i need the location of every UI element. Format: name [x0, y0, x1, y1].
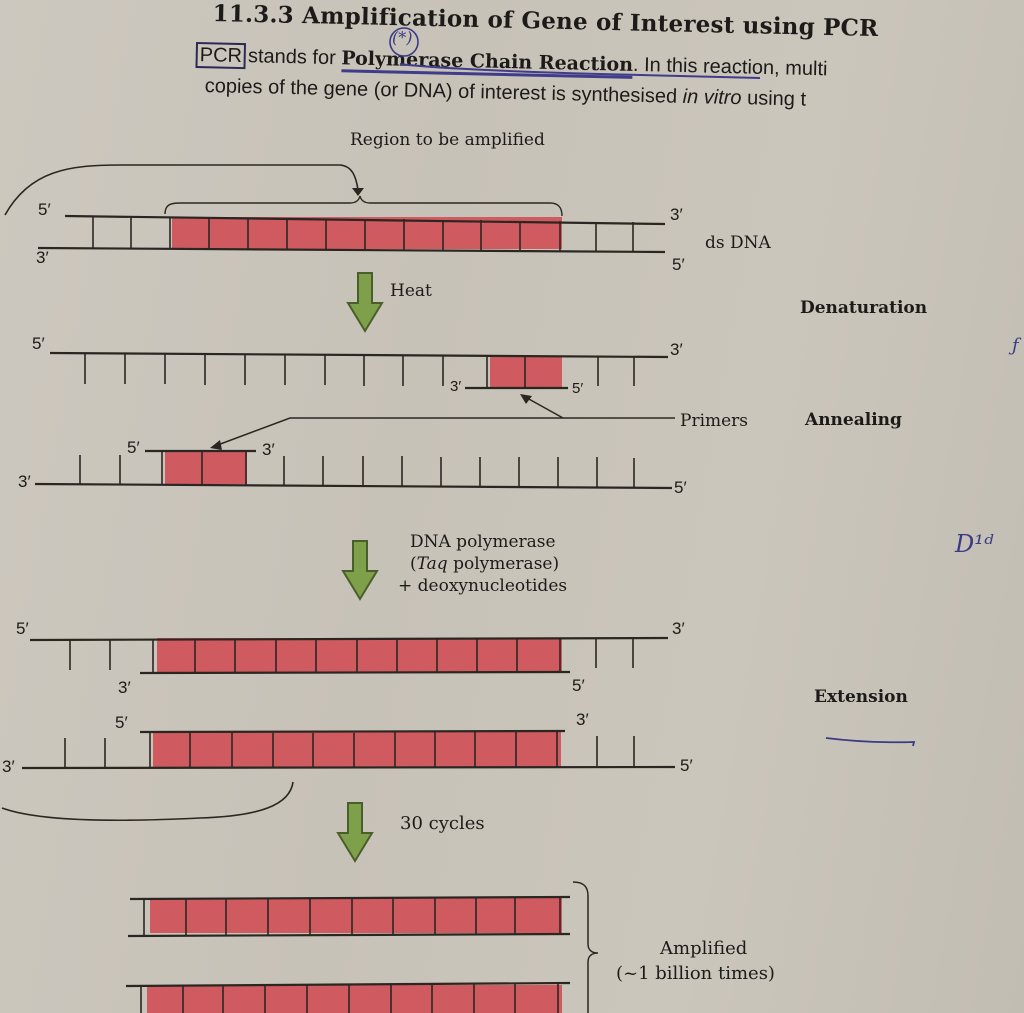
ext2-5prime-right: 5′	[680, 756, 693, 775]
amplified-label-line-1: Amplified	[660, 938, 748, 959]
primer-3prime: 3′	[450, 378, 462, 395]
step-extension: Extension	[814, 687, 908, 707]
polymerase-label: DNA polymerase (Taq polymerase) + deoxyn…	[398, 531, 567, 597]
primer-5prime: 5′	[572, 380, 584, 397]
denatured-strand-top	[49, 351, 669, 390]
ds-dna-label: ds DNA	[705, 233, 771, 253]
ds-dna-5prime-left: 5′	[38, 200, 51, 219]
ext2-3prime-left: 3′	[2, 757, 15, 776]
polymerase-label-line-2: (Taq polymerase)	[410, 554, 560, 574]
cycles-arrow-icon	[337, 802, 373, 862]
taq-italic: Taq	[416, 554, 448, 574]
ext1-5prime-left: 5′	[16, 619, 29, 638]
ds-dna	[37, 214, 666, 254]
step-denaturation: Denaturation	[800, 298, 928, 318]
primer-3prime-b: 3′	[262, 440, 275, 459]
region-label: Region to be amplified	[350, 130, 545, 150]
ext1-3prime-right: 3′	[672, 619, 685, 638]
ext2-5prime-new: 5′	[115, 713, 128, 732]
primer-5prime-b: 5′	[127, 438, 140, 457]
pen-underline-mark	[825, 737, 916, 747]
region-pointer-line	[4, 164, 359, 216]
polymerase-label-line-1: DNA polymerase	[410, 532, 556, 552]
heat-arrow-icon	[347, 272, 383, 332]
extension-strand-2	[21, 729, 676, 770]
extension-strand-1	[29, 636, 669, 675]
strand-5prime: 5′	[32, 334, 45, 353]
strand-3prime: 3′	[670, 340, 683, 359]
heat-label: Heat	[390, 281, 432, 301]
ds-dna-3prime-left: 3′	[36, 248, 49, 267]
polymerase-label-line-3: + deoxynucleotides	[398, 576, 568, 596]
handwritten-circled-star: (*)	[392, 28, 413, 47]
cycles-label: 30 cycles	[400, 813, 485, 834]
denatured-strand-bottom	[34, 449, 673, 490]
primer-arrowhead-icon	[210, 440, 222, 450]
step-annealing: Annealing	[805, 410, 902, 430]
pen-circle-mark	[389, 27, 419, 57]
region-arrowhead-icon	[352, 188, 364, 196]
region-brace	[164, 195, 563, 217]
strand-3prime-b: 3′	[18, 472, 31, 491]
strand-5prime-b: 5′	[674, 478, 687, 497]
ds-dna-5prime-right: 5′	[672, 255, 685, 274]
handwritten-margin-mark: ƒ	[1012, 335, 1019, 356]
ext2-3prime-new: 3′	[576, 710, 589, 729]
primers-pointer	[214, 397, 675, 447]
handwritten-margin-note: D¹ᵈ	[955, 530, 994, 558]
primers-label: Primers	[680, 411, 749, 431]
amplified-copy-1	[127, 895, 571, 938]
primer-arrowhead-icon	[520, 394, 532, 404]
amplified-brace	[572, 881, 599, 1013]
ext1-5prime-new: 5′	[572, 676, 585, 695]
ds-dna-3prime-right: 3′	[670, 205, 683, 224]
ext1-3prime-new: 3′	[118, 678, 131, 697]
amplified-label-line-2: (~1 billion times)	[616, 963, 775, 984]
cycle-return-line	[1, 781, 294, 822]
polymerase-arrow-icon	[342, 540, 378, 600]
pen-underline-name	[399, 63, 761, 79]
amplified-copy-2	[125, 981, 571, 1013]
